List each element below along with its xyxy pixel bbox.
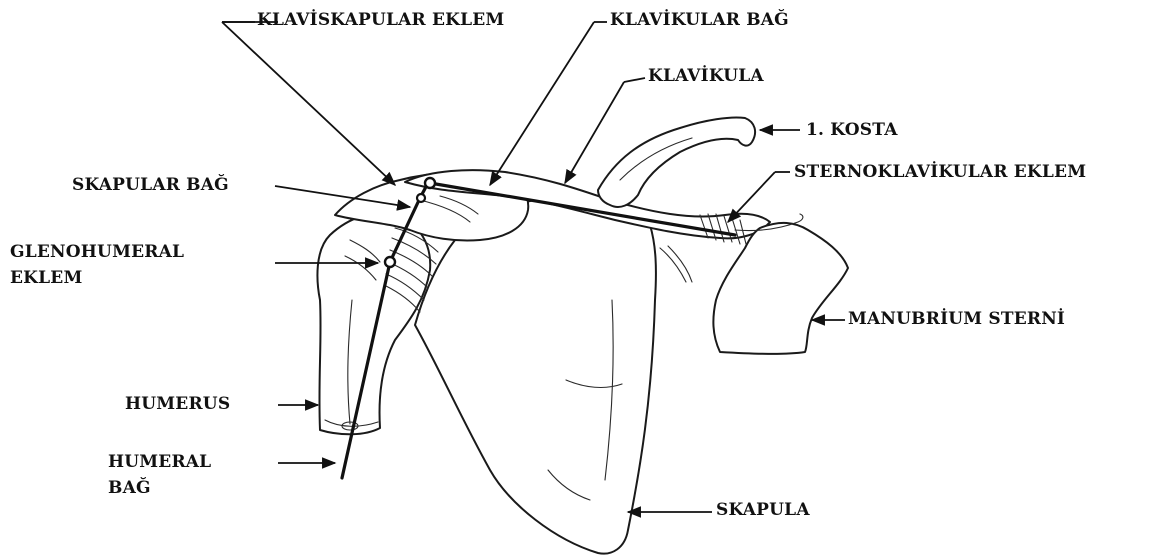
label-humerus: HUMERUS <box>125 392 230 417</box>
leader-klavikula-stub <box>624 78 645 82</box>
label-humeral-bag-line1: HUMERAL <box>108 450 211 475</box>
humerus-outline <box>317 213 430 435</box>
label-skapular-bag: SKAPULAR BAĞ <box>72 173 229 198</box>
scapula-outline <box>415 198 656 554</box>
scapular-joint-marker <box>417 194 425 202</box>
label-humeral-bag-line2: BAĞ <box>108 476 151 501</box>
label-glenohumeral-line1: GLENOHUMERAL <box>10 240 184 265</box>
label-klaviskapular-eklem: KLAVİSKAPULAR EKLEM <box>257 8 504 33</box>
label-skapula: SKAPULA <box>716 498 810 523</box>
acromioclavicular-joint-marker <box>425 178 435 188</box>
label-glenohumeral-line2: EKLEM <box>10 266 82 291</box>
first-rib-outline <box>598 117 755 206</box>
manubrium-outline <box>713 223 848 354</box>
leader-klaviskapular-a <box>222 22 395 185</box>
glenohumeral-joint-marker <box>385 257 395 267</box>
label-klavikular-bag: KLAVİKULAR BAĞ <box>610 8 789 33</box>
label-sternoklavikular-eklem: STERNOKLAVİKULAR EKLEM <box>794 160 1086 185</box>
label-manubrium-sterni: MANUBRİUM STERNİ <box>848 307 1065 332</box>
label-klavikula: KLAVİKULA <box>648 64 764 89</box>
label-kosta: 1. KOSTA <box>806 118 898 143</box>
